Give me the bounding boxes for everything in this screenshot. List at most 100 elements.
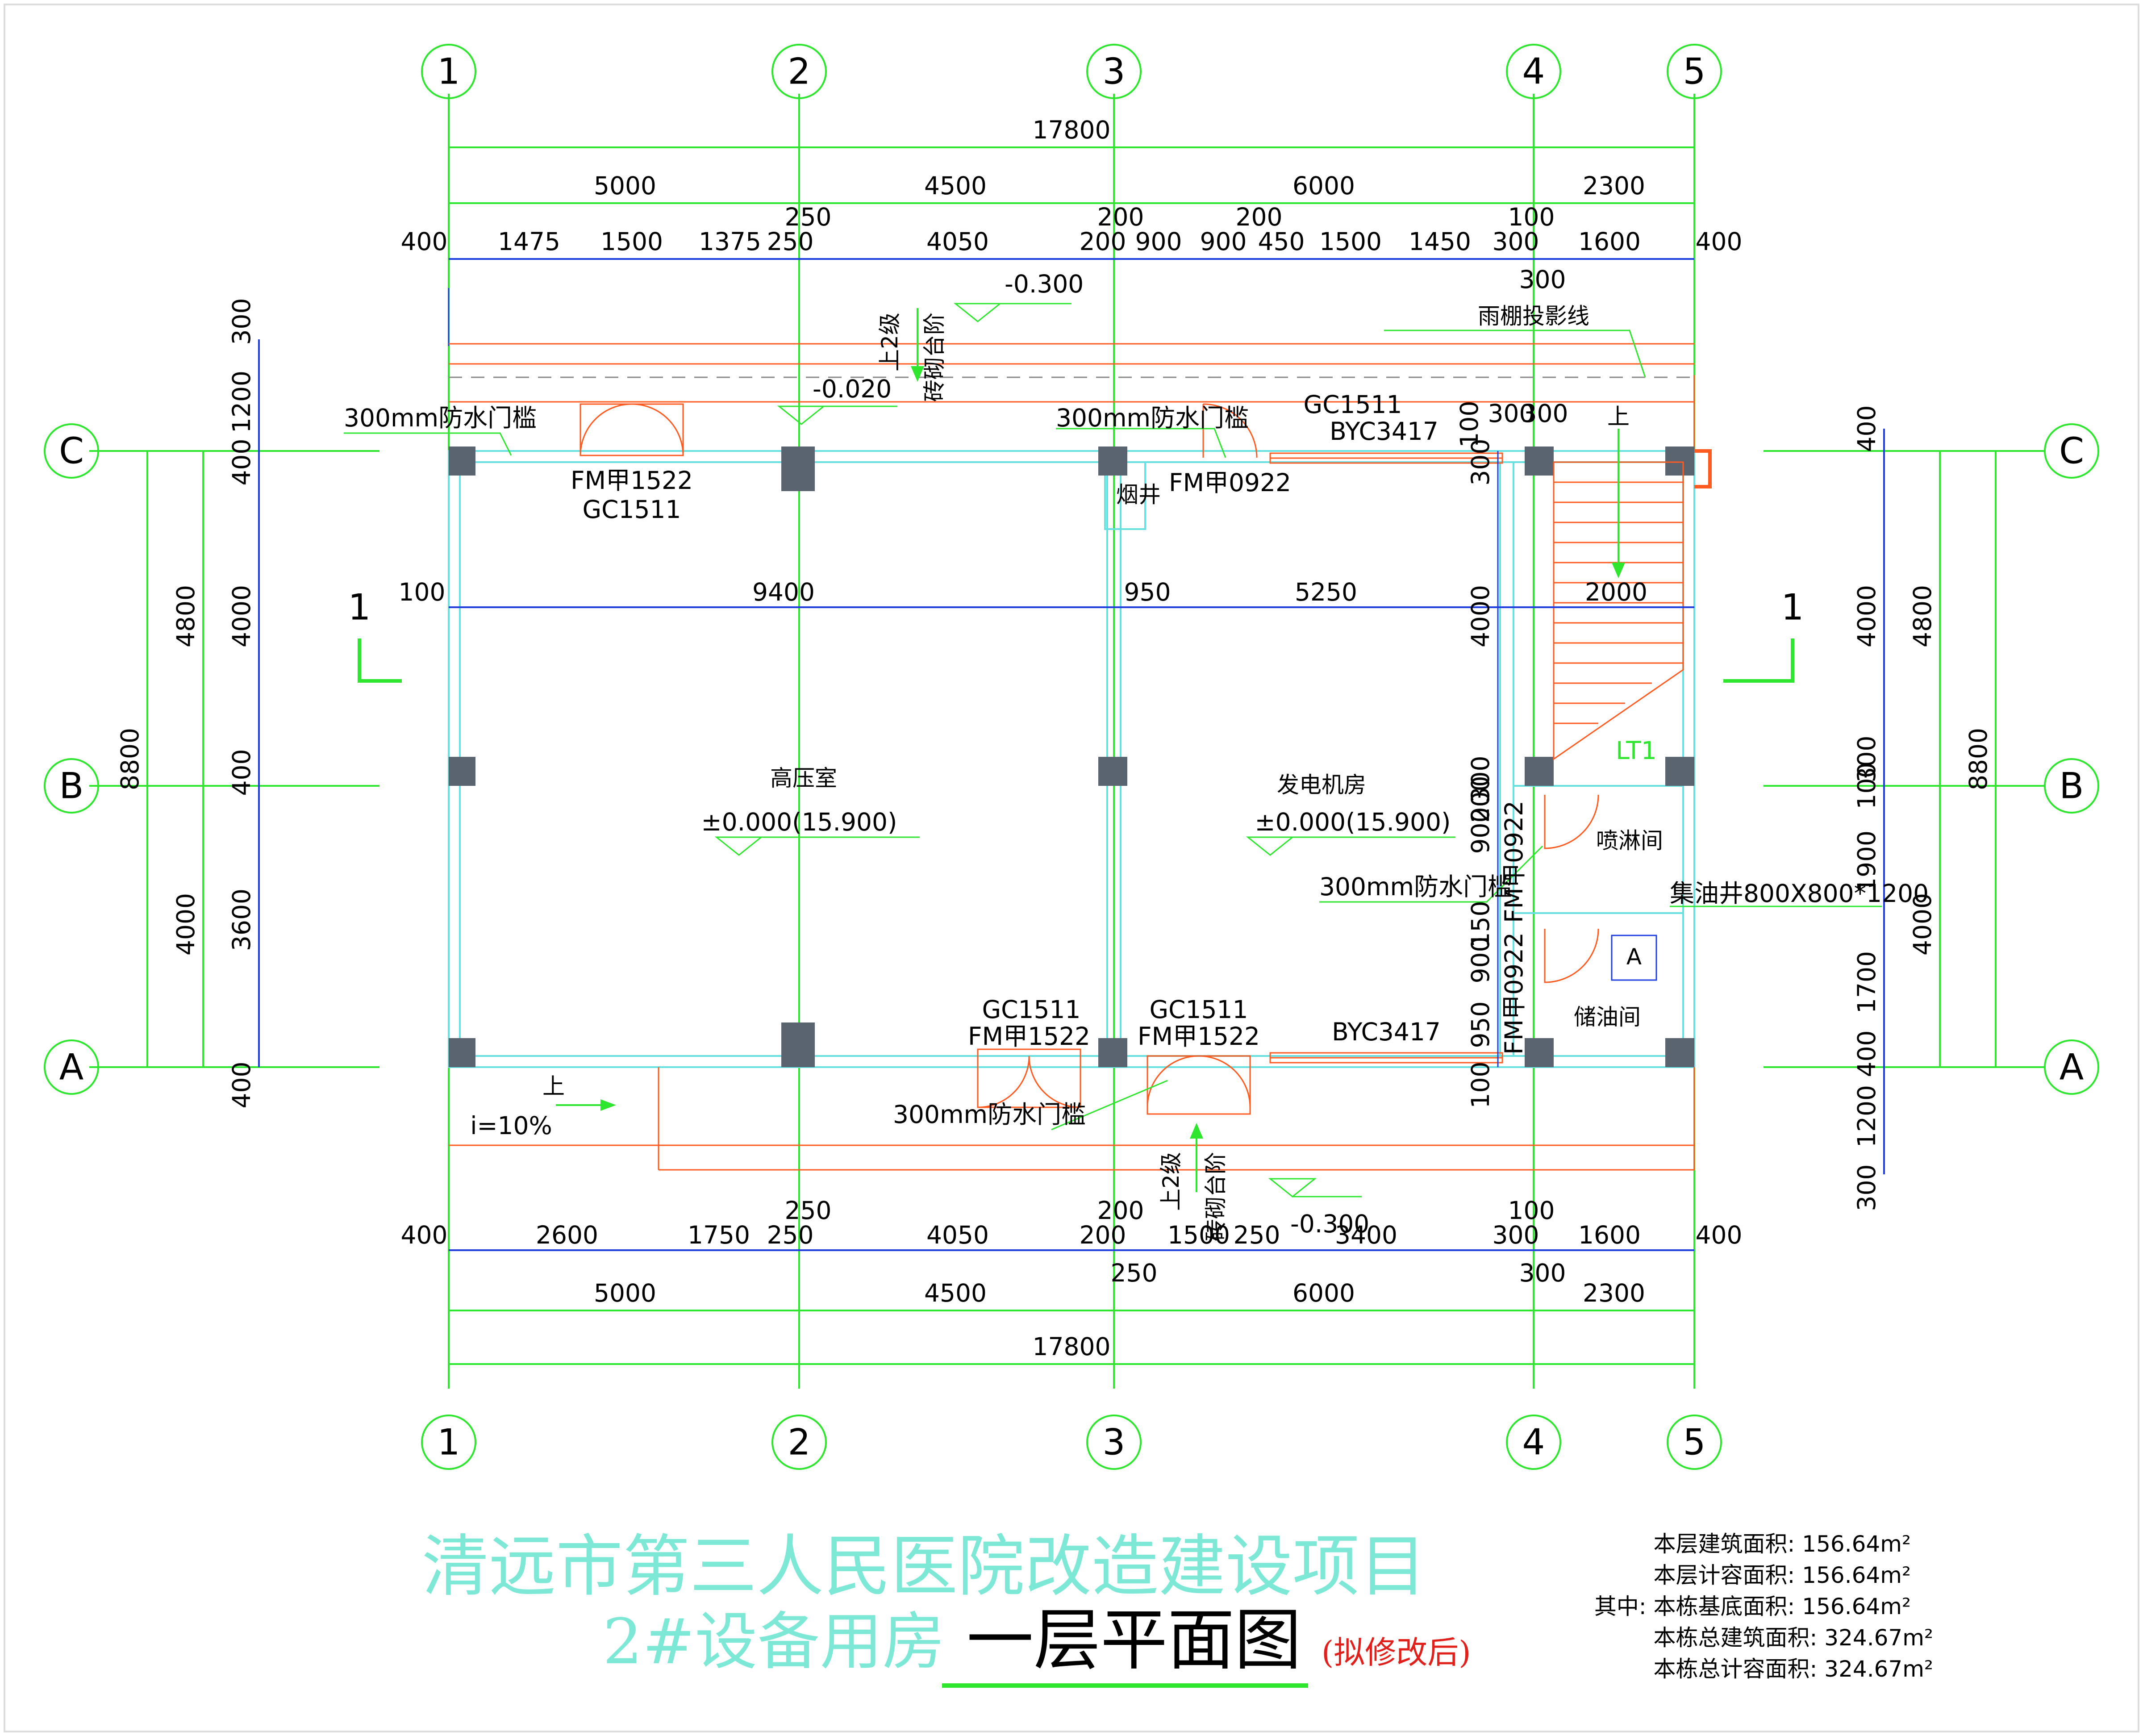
dim-top-bay-3: 6000	[1292, 171, 1355, 200]
canopy	[449, 343, 1695, 451]
dim-top-row-3: 1375	[699, 227, 761, 256]
room-gen-elev: ±0.000(15.900)	[1255, 808, 1451, 836]
dim-right-total: 8800	[1964, 728, 1993, 790]
axis-4-bottom: 4	[1522, 1422, 1545, 1463]
dim-top-row-14: 400	[1696, 227, 1743, 256]
elevation-symbols	[714, 303, 1455, 1198]
dim-right-mid-1: 4800	[1908, 585, 1937, 647]
dim-right-row-5: 1700	[1852, 951, 1881, 1014]
dim-top-row-5: 4050	[926, 227, 989, 256]
dim-top-bay-2: 4500	[924, 171, 987, 200]
step-arrows	[556, 308, 1203, 1192]
apron	[449, 1067, 1695, 1171]
doors	[580, 403, 1599, 1115]
building-name: 2#设备用房	[603, 1606, 945, 1678]
room-oil-label: 储油间	[1574, 1004, 1641, 1030]
threshold-label-2: 300mm防水门槛	[1056, 404, 1249, 432]
stair-side-dims: 100 300 300 300 4000 300 200 900 150 900…	[1455, 399, 1568, 1108]
dim-bottom-row-7: 250	[1234, 1221, 1280, 1249]
dim-top-row-9: 450	[1258, 227, 1305, 256]
dim-top-row-13: 1600	[1578, 227, 1641, 256]
dim-left-row-1: 1200	[227, 371, 256, 433]
axis-5-top: 5	[1683, 51, 1706, 92]
dim-top-row-0: 400	[401, 227, 448, 256]
elev-entry-label: -0.020	[813, 375, 892, 403]
door-fm0922-b: FM甲0922	[1500, 932, 1528, 1055]
dim-bottom-row-4: 4050	[926, 1221, 989, 1249]
axis-b-left: B	[59, 765, 84, 807]
oil-pit-label: 集油井800X800*1200	[1670, 879, 1929, 908]
oil-pit-mark: A	[1626, 944, 1642, 970]
dim-left-row-5: 3600	[227, 889, 256, 951]
dim-bottom-row-8: 3400	[1335, 1221, 1397, 1249]
dim-top-row-6: 200	[1080, 227, 1126, 256]
drawing-frame	[4, 4, 2139, 1732]
dim-left-mid-1: 4800	[171, 585, 200, 647]
dim-left-row-2: 400	[227, 439, 256, 486]
door-fm1522-b1: FM甲1522	[968, 1022, 1090, 1051]
section-marks	[358, 638, 1794, 683]
dim-right-row-8: 300	[1852, 1164, 1881, 1211]
project-title: 清远市第三人民医院改造建设项目	[422, 1528, 1426, 1606]
left-dimension-lines	[146, 339, 260, 1067]
column-marker	[1694, 449, 1712, 488]
bottom-dimension-lines	[449, 1249, 1694, 1365]
dim-stair-v-4b: 300	[1466, 756, 1495, 803]
step-bottom-2: 砖砌台阶	[1203, 1152, 1229, 1241]
dim-right-mid-2: 4000	[1908, 893, 1937, 956]
canopy-label: 雨棚投影线	[1478, 303, 1589, 329]
stair-up-label: 上	[1607, 404, 1630, 430]
dim-top-small-3: 200	[1236, 203, 1283, 231]
room-hv-elev: ±0.000(15.900)	[701, 808, 897, 836]
dim-left-row-4: 400	[227, 749, 256, 796]
dim-bottom-row-2: 1750	[688, 1221, 750, 1249]
dim-bottom-bay-4: 2300	[1583, 1279, 1645, 1307]
axis-5-bottom: 5	[1683, 1422, 1706, 1463]
dim-stair-v-3: 300	[1466, 439, 1495, 486]
area-stats: 本层建筑面积: 156.64m² 本层计容面积: 156.64m² 其中: 本栋…	[1594, 1531, 1933, 1682]
step-top-2: 砖砌台阶	[921, 313, 947, 402]
byc-top-label: BYC3417	[1330, 417, 1438, 446]
right-dimension-texts: 8800 4800 4000 400 4000 300 100 1900 170…	[1852, 405, 1993, 1211]
dim-right-row-0: 400	[1852, 405, 1881, 452]
ramp-up-label: 上	[542, 1073, 565, 1099]
oil-pit: A	[1611, 935, 1657, 981]
dim-bottom-bay-2: 4500	[924, 1279, 987, 1307]
window-gc1511-b2: GC1511	[1150, 995, 1248, 1024]
bottom-dimension-texts: 250 200 100 400 2600 1750 250 4050 200 1…	[401, 1196, 1743, 1361]
dim-left-row-0: 300	[227, 298, 256, 345]
title-block: 清远市第三人民医院改造建设项目 2#设备用房 一层平面图 (拟修改后)	[422, 1528, 1471, 1688]
door-fm0922-top: FM甲0922	[1169, 468, 1291, 497]
dim-left-row-6: 400	[227, 1062, 256, 1109]
dim-left-mid-2: 4000	[171, 893, 200, 956]
drawing-title: 一层平面图	[967, 1602, 1301, 1679]
top-dimension-texts: 17800 5000 4500 6000 2300 250 200 200 10…	[401, 116, 1743, 294]
smoke-shaft-label: 烟井	[1116, 482, 1161, 508]
dim-inner-4: 2000	[1585, 578, 1647, 606]
dim-stair-v-6: 900	[1466, 807, 1495, 854]
axis-a-left: A	[59, 1047, 84, 1088]
door-fm0922-a: FM甲0922	[1500, 801, 1528, 923]
axis-c-left: C	[59, 430, 84, 472]
dim-top-below: 300	[1519, 265, 1566, 294]
dim-bottom-row-10: 1600	[1578, 1221, 1641, 1249]
dim-right-row-2: 300	[1852, 736, 1881, 783]
room-hv-label: 高压室	[770, 765, 837, 791]
axis-bubbles	[44, 44, 2099, 1470]
lt1-label: LT1	[1616, 736, 1657, 765]
dim-top-row-10: 1500	[1319, 227, 1382, 256]
threshold-label-1: 300mm防水门槛	[344, 404, 537, 432]
dim-right-row-1: 4000	[1852, 585, 1881, 647]
leaders	[344, 330, 1882, 1131]
section-mark-right: 1	[1781, 587, 1804, 628]
stat-total-area: 本栋总建筑面积: 324.67m²	[1654, 1625, 1933, 1651]
axis-b-right: B	[2060, 765, 2084, 807]
dim-top-row-12: 300	[1493, 227, 1539, 256]
drawing-subtitle: (拟修改后)	[1322, 1634, 1471, 1671]
columns	[449, 447, 1694, 1067]
axis-3-bottom: 3	[1103, 1422, 1126, 1463]
dim-bottom-bay-1: 5000	[594, 1279, 656, 1307]
axis-c-right: C	[2059, 430, 2084, 472]
dim-bottom-small-3: 100	[1508, 1196, 1555, 1225]
